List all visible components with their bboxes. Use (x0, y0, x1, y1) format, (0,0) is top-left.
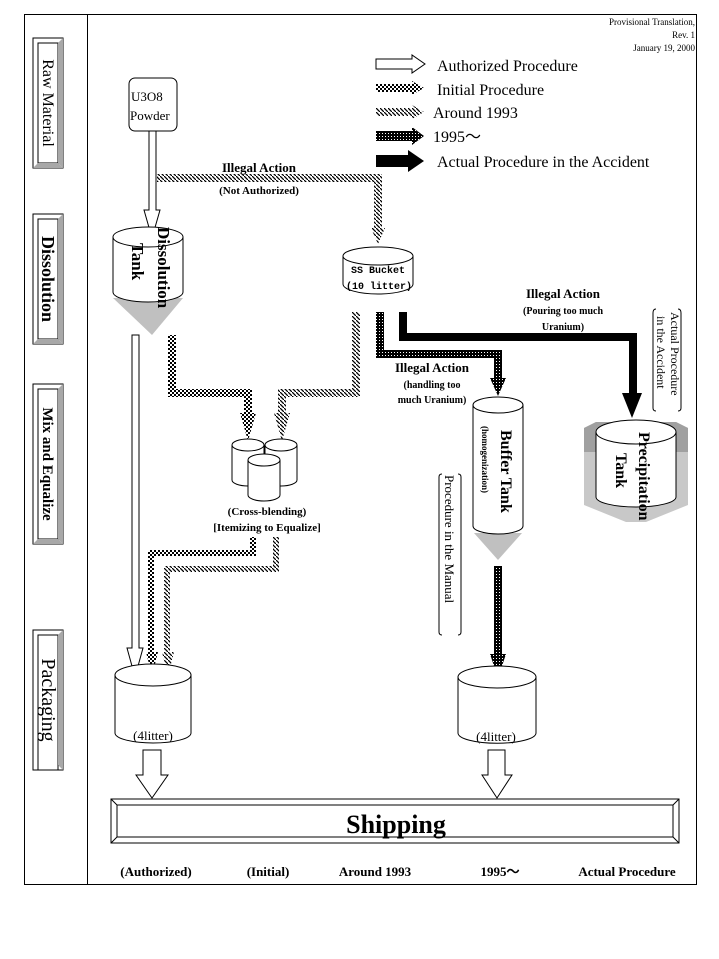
shipping-box: Shipping (110, 798, 680, 844)
footer-label-authorized: (Authorized) (120, 864, 192, 879)
accident-note-line-1: Actual Procedure (668, 312, 682, 396)
illegal-action-3-title: Illegal Action (395, 360, 470, 375)
illegal-action-3-sub-2: much Uranium) (398, 395, 467, 406)
stage-label-packaging: Packaging (37, 658, 59, 741)
arrow-authorized-powder-to-dissolution (143, 130, 161, 240)
legend-label-initial: Initial Procedure (437, 82, 544, 99)
arrow-around1993-bucket-to-blending (274, 312, 360, 441)
dissolution-tank-line-1: Dissolution (154, 227, 173, 309)
legend-item-actual: Actual Procedure in the Accident (376, 150, 650, 172)
legend-item-initial: Initial Procedure (376, 81, 544, 99)
powder-line-2: Powder (130, 108, 170, 123)
footer-label-around-1993: Around 1993 (339, 864, 412, 879)
stage-label-mix-equalize: Mix and Equalize (39, 407, 55, 521)
footer-label-actual: Actual Procedure (578, 864, 676, 879)
legend-item-authorized: Authorized Procedure (375, 54, 578, 75)
powder-line-1: U3O8 (131, 89, 163, 104)
illegal-action-2-title: Illegal Action (526, 286, 601, 301)
arrow-around1993-blending-to-package (162, 537, 279, 676)
illegal-action-1-title: Illegal Action (222, 160, 297, 175)
arrow-initial-dissolution-to-blending (168, 335, 256, 441)
legend-arrow-1995 (376, 127, 424, 145)
legend-item-1995: 1995～ (376, 127, 481, 146)
stage-label-raw-material: Raw Material (39, 59, 56, 147)
legend-label-1995: 1995～ (433, 129, 481, 146)
footer-labels: (Authorized) (Initial) Around 1993 1995～… (120, 864, 676, 879)
arrow-left-to-shipping (135, 749, 169, 799)
footer-label-initial: (Initial) (247, 864, 290, 879)
dissolution-tank: Dissolution Tank (112, 226, 184, 335)
legend-label-around-1993: Around 1993 (433, 105, 518, 122)
illegal-action-2-sub-1: (Pouring too much (523, 306, 603, 317)
ss-bucket: SS Bucket (10 litter) (342, 246, 414, 295)
package-left: (4litter) (114, 663, 192, 744)
package-left-label: (4litter) (133, 728, 173, 743)
legend-arrow-actual (376, 150, 424, 172)
buffer-tank-line-2: (homogenization) (480, 426, 490, 493)
ss-bucket-line-1: SS Bucket (351, 265, 405, 277)
illegal-action-3-sub-1: (handling too (404, 380, 461, 391)
arrow-right-to-shipping (481, 749, 513, 799)
u3o8-powder: U3O8 Powder (128, 77, 178, 132)
header-line-2: Rev. 1 (672, 30, 695, 40)
outer-frame (24, 14, 697, 885)
manual-note-text: Procedure in the Manual (442, 475, 457, 604)
precipitation-tank-line-1: Precipitation (635, 432, 652, 521)
legend-label-actual: Actual Procedure in the Accident (437, 154, 650, 171)
stage-raw-material: Raw Material (32, 37, 64, 169)
dissolution-tank-line-2: Tank (128, 243, 147, 281)
buffer-tank-line-1: Buffer Tank (497, 430, 514, 513)
buffer-tank: Buffer Tank (homogenization) (472, 396, 524, 560)
illegal-action-1-sub: (Not Authorized) (219, 185, 299, 197)
legend-item-around-1993: Around 1993 (376, 105, 518, 122)
shipping-label: Shipping (346, 810, 446, 839)
blend-caption-line-1: (Cross-blending) (228, 506, 307, 518)
accident-note: Actual Procedure in the Accident (652, 308, 682, 412)
legend-label-authorized: Authorized Procedure (437, 58, 578, 75)
ss-bucket-line-2: (10 litter) (346, 281, 412, 293)
legend: Authorized Procedure Initial Procedure A… (375, 54, 650, 172)
stage-dissolution: Dissolution (32, 213, 64, 345)
stage-mix-equalize: Mix and Equalize (32, 383, 64, 545)
package-right-label: (4litter) (476, 729, 516, 744)
header-line-3: January 19, 2000 (633, 43, 695, 53)
legend-arrow-around-1993 (376, 105, 424, 119)
precipitation-tank: Precipitation Tank (584, 419, 688, 522)
manual-note: Procedure in the Manual (438, 473, 462, 636)
dissolution-cone (113, 298, 183, 335)
buffer-cone (474, 533, 522, 560)
legend-arrow-initial (376, 81, 424, 95)
illegal-action-2-sub-2: Uranium) (542, 322, 584, 333)
stage-packaging: Packaging (32, 629, 64, 771)
document-header: Provisional Translation, Rev. 1 January … (609, 17, 696, 53)
arrow-actual-bucket-to-precipitation (399, 312, 642, 418)
arrow-authorized-dissolution-to-package (126, 334, 144, 679)
precipitation-tank-line-2: Tank (612, 453, 629, 488)
package-right: (4litter) (457, 665, 537, 744)
arrow-1995-bucket-to-buffer (376, 312, 506, 396)
cross-blending-tanks (231, 438, 298, 502)
blend-caption-line-2: [Itemizing to Equalize] (213, 522, 321, 534)
header-line-1: Provisional Translation, (609, 17, 695, 27)
arrow-initial-blending-to-package (146, 537, 256, 676)
arrow-1995-buffer-to-package (490, 566, 506, 678)
arrow-around1993-to-ss-bucket (157, 174, 385, 244)
footer-label-1995: 1995～ (480, 864, 519, 879)
legend-arrow-authorized (375, 54, 426, 74)
accident-note-line-2: in the Accident (654, 316, 668, 389)
stage-label-dissolution: Dissolution (38, 236, 58, 322)
